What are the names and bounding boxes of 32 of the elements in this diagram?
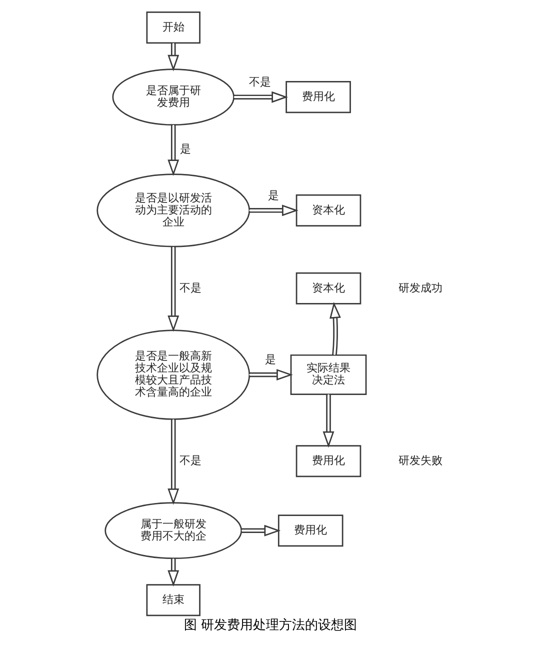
arrow <box>249 204 298 216</box>
edge-label: 是 <box>265 353 276 366</box>
node-ellipse: 是否是以研发活动为主要活动的企业 <box>96 174 250 248</box>
edge-label: 是 <box>180 142 191 156</box>
node-label: 研发失败 <box>398 454 443 468</box>
node-box: 结束 <box>146 584 200 616</box>
node-ellipse: 是否属于研发费用 <box>112 68 234 126</box>
edge-label: 不是 <box>179 281 202 294</box>
arrow <box>249 369 293 380</box>
node-box: 费用化 <box>278 514 344 547</box>
arrow <box>168 124 180 176</box>
arrow <box>168 419 180 505</box>
node-label: 研发成功 <box>398 281 443 294</box>
arrow <box>330 302 341 356</box>
node-box: 费用化 <box>286 81 351 114</box>
node-box: 实际结果决定法 <box>290 354 367 396</box>
arrow <box>234 91 288 103</box>
node-box: 费用化 <box>296 445 362 478</box>
node-box: 资本化 <box>296 194 362 226</box>
node-ellipse: 属于一般研发费用不大的企 <box>104 502 242 560</box>
caption: 图 研发费用处理方法的设想图 <box>184 618 358 634</box>
arrow <box>242 524 281 536</box>
node-ellipse: 是否是一般高新技术企业以及规模较大且产品技术含量高的企业 <box>96 330 250 420</box>
arrow <box>168 43 180 72</box>
edge-label: 不是 <box>179 454 202 468</box>
edge-label: 是 <box>268 188 279 202</box>
arrow <box>168 246 180 332</box>
arrow <box>168 558 180 587</box>
node-box: 资本化 <box>296 272 362 304</box>
edge-label: 不是 <box>248 75 271 88</box>
arrow <box>322 394 334 448</box>
node-box: 开始 <box>146 12 200 44</box>
